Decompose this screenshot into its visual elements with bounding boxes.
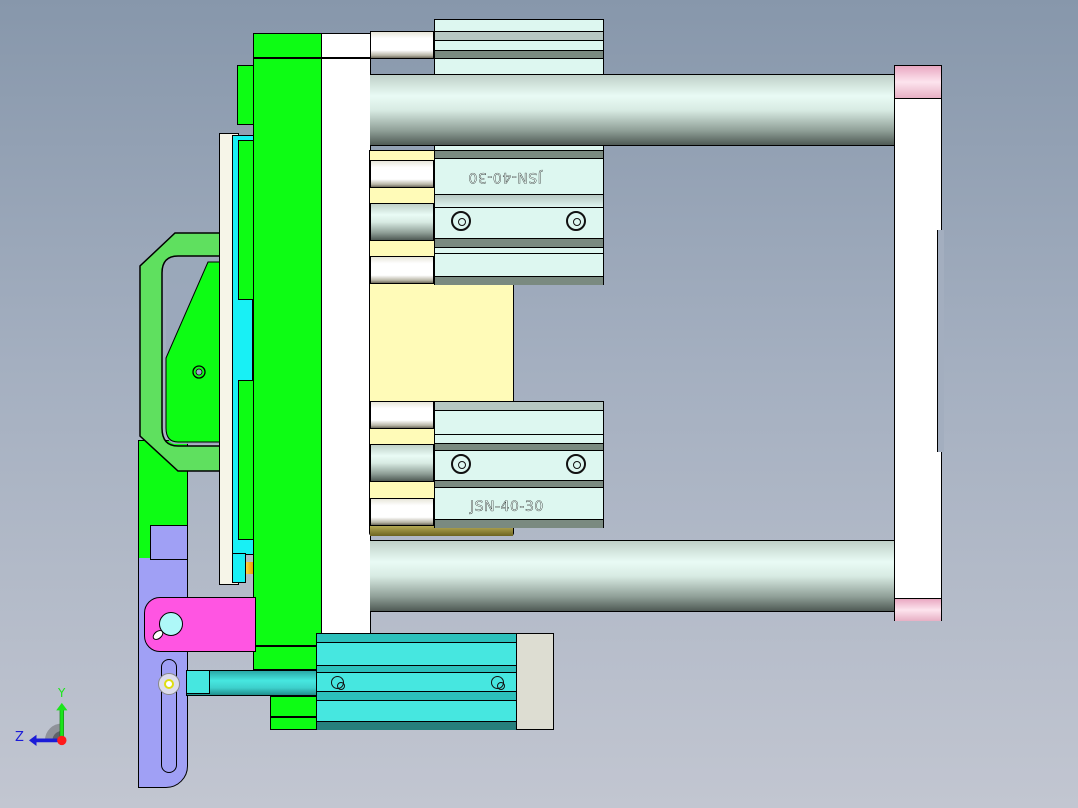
stripe: [435, 276, 603, 285]
end-plate-notch: [937, 230, 944, 452]
stripe: [435, 443, 603, 451]
triad-y-label: Y: [58, 686, 66, 700]
triad-z-label: Z: [15, 730, 24, 745]
stripe: [435, 402, 603, 411]
stripe: [317, 665, 517, 673]
end-plate-ring-bottom: [895, 598, 941, 621]
screw-icon: [566, 454, 586, 474]
screw-icon: [331, 676, 345, 690]
main-plate-line-top: [253, 57, 323, 59]
spacer-bottom-shade: [370, 526, 513, 536]
stripe: [435, 50, 603, 59]
small-cylinder-end-cap[interactable]: [516, 633, 554, 730]
handle-loop[interactable]: [130, 228, 230, 478]
screw-icon: [451, 211, 471, 231]
rod-end-block: [186, 670, 210, 694]
screw-icon: [491, 676, 505, 690]
orange-pin: [246, 562, 254, 574]
stripe: [435, 434, 603, 441]
cylinder-mount-green: [270, 696, 318, 730]
sleeve: [370, 31, 434, 59]
screw-icon: [566, 211, 586, 231]
stripe: [317, 691, 517, 701]
rod: [370, 444, 434, 482]
cylinder-upper-model-label: JSN-40-30: [468, 169, 542, 185]
stripe: [435, 247, 603, 254]
stripe: [435, 238, 603, 248]
stripe: [435, 194, 603, 208]
bracket-step: [150, 525, 188, 560]
sleeve: [370, 160, 434, 188]
stripe: [435, 480, 603, 488]
cylinder-mount-line: [270, 716, 318, 718]
cyan-lower-block: [232, 553, 246, 583]
stripe: [435, 519, 603, 528]
small-cylinder-body[interactable]: [316, 633, 518, 730]
stripe: [435, 150, 603, 159]
white-face-plate[interactable]: [321, 33, 371, 670]
rod: [370, 203, 434, 241]
right-end-plate[interactable]: [894, 65, 942, 621]
main-green-plate[interactable]: [253, 33, 323, 670]
sleeve: [370, 498, 434, 526]
stripe: [435, 31, 603, 41]
sleeve: [370, 401, 434, 429]
main-plate-line-bottom: [253, 645, 323, 647]
slot-bolt-icon: [158, 673, 180, 695]
screw-icon: [451, 454, 471, 474]
face-plate-line-top: [321, 57, 371, 59]
stripe: [317, 634, 517, 643]
coordinate-triad: [29, 702, 68, 746]
upper-guide-rod[interactable]: [370, 74, 898, 146]
sleeve: [370, 256, 434, 284]
end-plate-ring-top: [895, 66, 941, 99]
lower-guide-rod[interactable]: [370, 540, 898, 612]
stripe: [317, 721, 517, 730]
cylinder-lower-model-label: JSN-40-30: [470, 499, 544, 515]
